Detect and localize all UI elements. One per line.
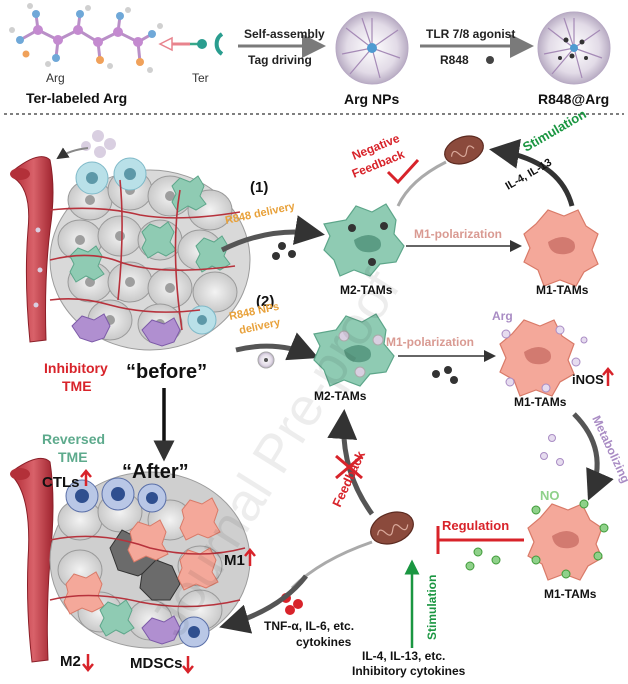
cytokine-dots [281, 593, 303, 615]
arg-label: Arg [46, 71, 65, 85]
pathway-2-number: (2) [256, 293, 274, 310]
mdscs-label: MDSCs [130, 655, 183, 672]
delivery-arrow-1 [220, 215, 325, 253]
m2-down-arrow [82, 654, 94, 672]
inhibitory-tme-label-2: TME [62, 378, 92, 394]
stimulation-label-1: Stimulation [520, 106, 589, 154]
tumor-before [49, 157, 251, 351]
feedback-block-x [335, 454, 363, 480]
cytokines-label: cytokines [296, 635, 352, 649]
m2-label: M2 [60, 653, 81, 670]
no-dots [465, 499, 609, 579]
tag-driving-label: Tag driving [248, 53, 312, 67]
ctls-up-arrow [80, 469, 92, 486]
cytokines-to-tumor-arrow [219, 574, 308, 634]
inhibitory-tme-label: Inhibitory [44, 360, 108, 376]
released-r848-dots [432, 366, 458, 384]
m2-tams-label-1: M2-TAMs [340, 283, 393, 297]
mitochondrion-1 [444, 135, 484, 165]
m2-tam-cell-1 [323, 203, 405, 277]
m1-tams-label-2: M1-TAMs [514, 395, 567, 409]
stimulation-label-2: Stimulation [425, 575, 439, 640]
before-label: “before” [126, 361, 207, 383]
pathway-1-number: (1) [250, 179, 268, 196]
ter-labeled-arg-molecule [9, 3, 190, 73]
negative-feedback-arrow [396, 160, 447, 207]
self-assembly-label: Self-assembly [244, 27, 325, 41]
r848-dots-1 [272, 242, 296, 260]
delivery-arrow-2 [235, 332, 319, 361]
ctls-label: CTLs [42, 474, 80, 491]
mdscs-down-arrow [182, 656, 194, 674]
m1-tam-cell-1 [523, 209, 599, 287]
reversed-tme-label-2: TME [58, 449, 88, 465]
m2-tams-label-2: M2-TAMs [314, 389, 367, 403]
negative-feedback-check [386, 158, 420, 185]
mitochondrion-2 [370, 511, 414, 545]
no-label: NO [540, 488, 560, 503]
m1-up-arrow [244, 548, 256, 566]
m1-polarization-label-1: M1-polarization [414, 227, 502, 241]
inos-label: iNOS [572, 372, 604, 387]
inos-up-arrow [602, 367, 614, 386]
tnf-cytokines-label: TNF-α, IL-6, etc. [264, 619, 354, 633]
after-label: “After” [122, 461, 189, 483]
arg-release-dots [501, 325, 588, 393]
stimulation-arrow-1 [489, 138, 575, 207]
m1-polarization-label-2: M1-polarization [386, 335, 474, 349]
m1-tam-cell-2 [499, 319, 575, 397]
inhibitory-cytokines-label-2: Inhibitory cytokines [352, 664, 466, 678]
ter-tag [190, 32, 224, 56]
arg-nps-label: Arg NPs [344, 91, 399, 107]
metabolizing-arrow [572, 412, 614, 501]
ter-label: Ter [192, 71, 209, 85]
inhibitory-cytokines-label-1: IL-4, IL-13, etc. [362, 649, 445, 663]
m1-tams-label-1: M1-TAMs [536, 283, 589, 297]
arg-nanoparticle [335, 11, 409, 85]
tumor-after [49, 471, 251, 649]
tlr-agonist-label: TLR 7/8 agonist [426, 27, 515, 41]
r848-label: R848 [440, 53, 469, 67]
blood-vessel-before [10, 156, 54, 343]
m1-tam-cell-3 [527, 503, 603, 581]
np-cluster-top [81, 130, 116, 158]
arg-float-dots [540, 434, 564, 466]
r848-at-arg-nanoparticle [537, 11, 611, 85]
m1-label: M1 [224, 552, 245, 569]
ter-labeled-arg-title: Ter-labeled Arg [26, 90, 127, 106]
m2-tam-cell-2 [313, 313, 395, 387]
regulation-label: Regulation [442, 518, 509, 533]
arg-label-2: Arg [492, 309, 513, 323]
r848-np-dot [257, 351, 275, 369]
reversed-tme-label: Reversed [42, 431, 105, 447]
r848-dot [486, 56, 494, 64]
regulation-inhibitor [436, 526, 524, 554]
m1-tams-label-3: M1-TAMs [544, 587, 597, 601]
r848-delivery-label: R848 delivery [224, 200, 297, 227]
r848-at-arg-label: R848@Arg [538, 91, 609, 107]
blood-vessel-after [10, 457, 54, 663]
